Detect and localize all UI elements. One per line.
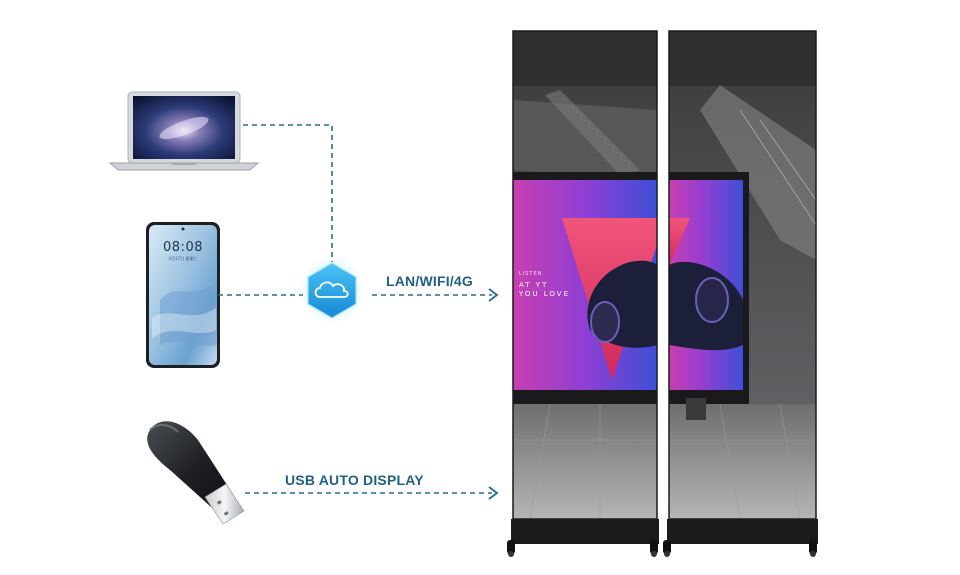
laptop-connector-line [243, 124, 333, 262]
laptop-icon [108, 91, 260, 171]
display-panel-right [668, 30, 817, 520]
phone-clock-date: 4月17日 星期三 [168, 256, 198, 261]
screen-ad-line-2: YOU LOVE [519, 290, 570, 298]
screen-ad-small-text: LISTEN [519, 271, 543, 277]
usb-drive-icon [147, 421, 245, 525]
screen-ad-big-text: AT YT YOU LOVE [519, 281, 570, 299]
cloud-hub-icon [298, 256, 366, 324]
display-panel-left [512, 30, 658, 520]
display-stand-right [663, 519, 818, 557]
usb-arrow-head [488, 486, 499, 500]
display-stand-left [507, 519, 659, 557]
screen-ad-line-1: AT YT [519, 281, 549, 289]
smartphone-icon [146, 222, 220, 368]
usb-connection-label: USB AUTO DISPLAY [285, 472, 424, 488]
connection-lines [218, 124, 492, 494]
phone-clock-time: 08:08 [163, 240, 203, 255]
network-arrow-head [488, 288, 499, 302]
network-connection-label: LAN/WIFI/4G [386, 273, 473, 289]
